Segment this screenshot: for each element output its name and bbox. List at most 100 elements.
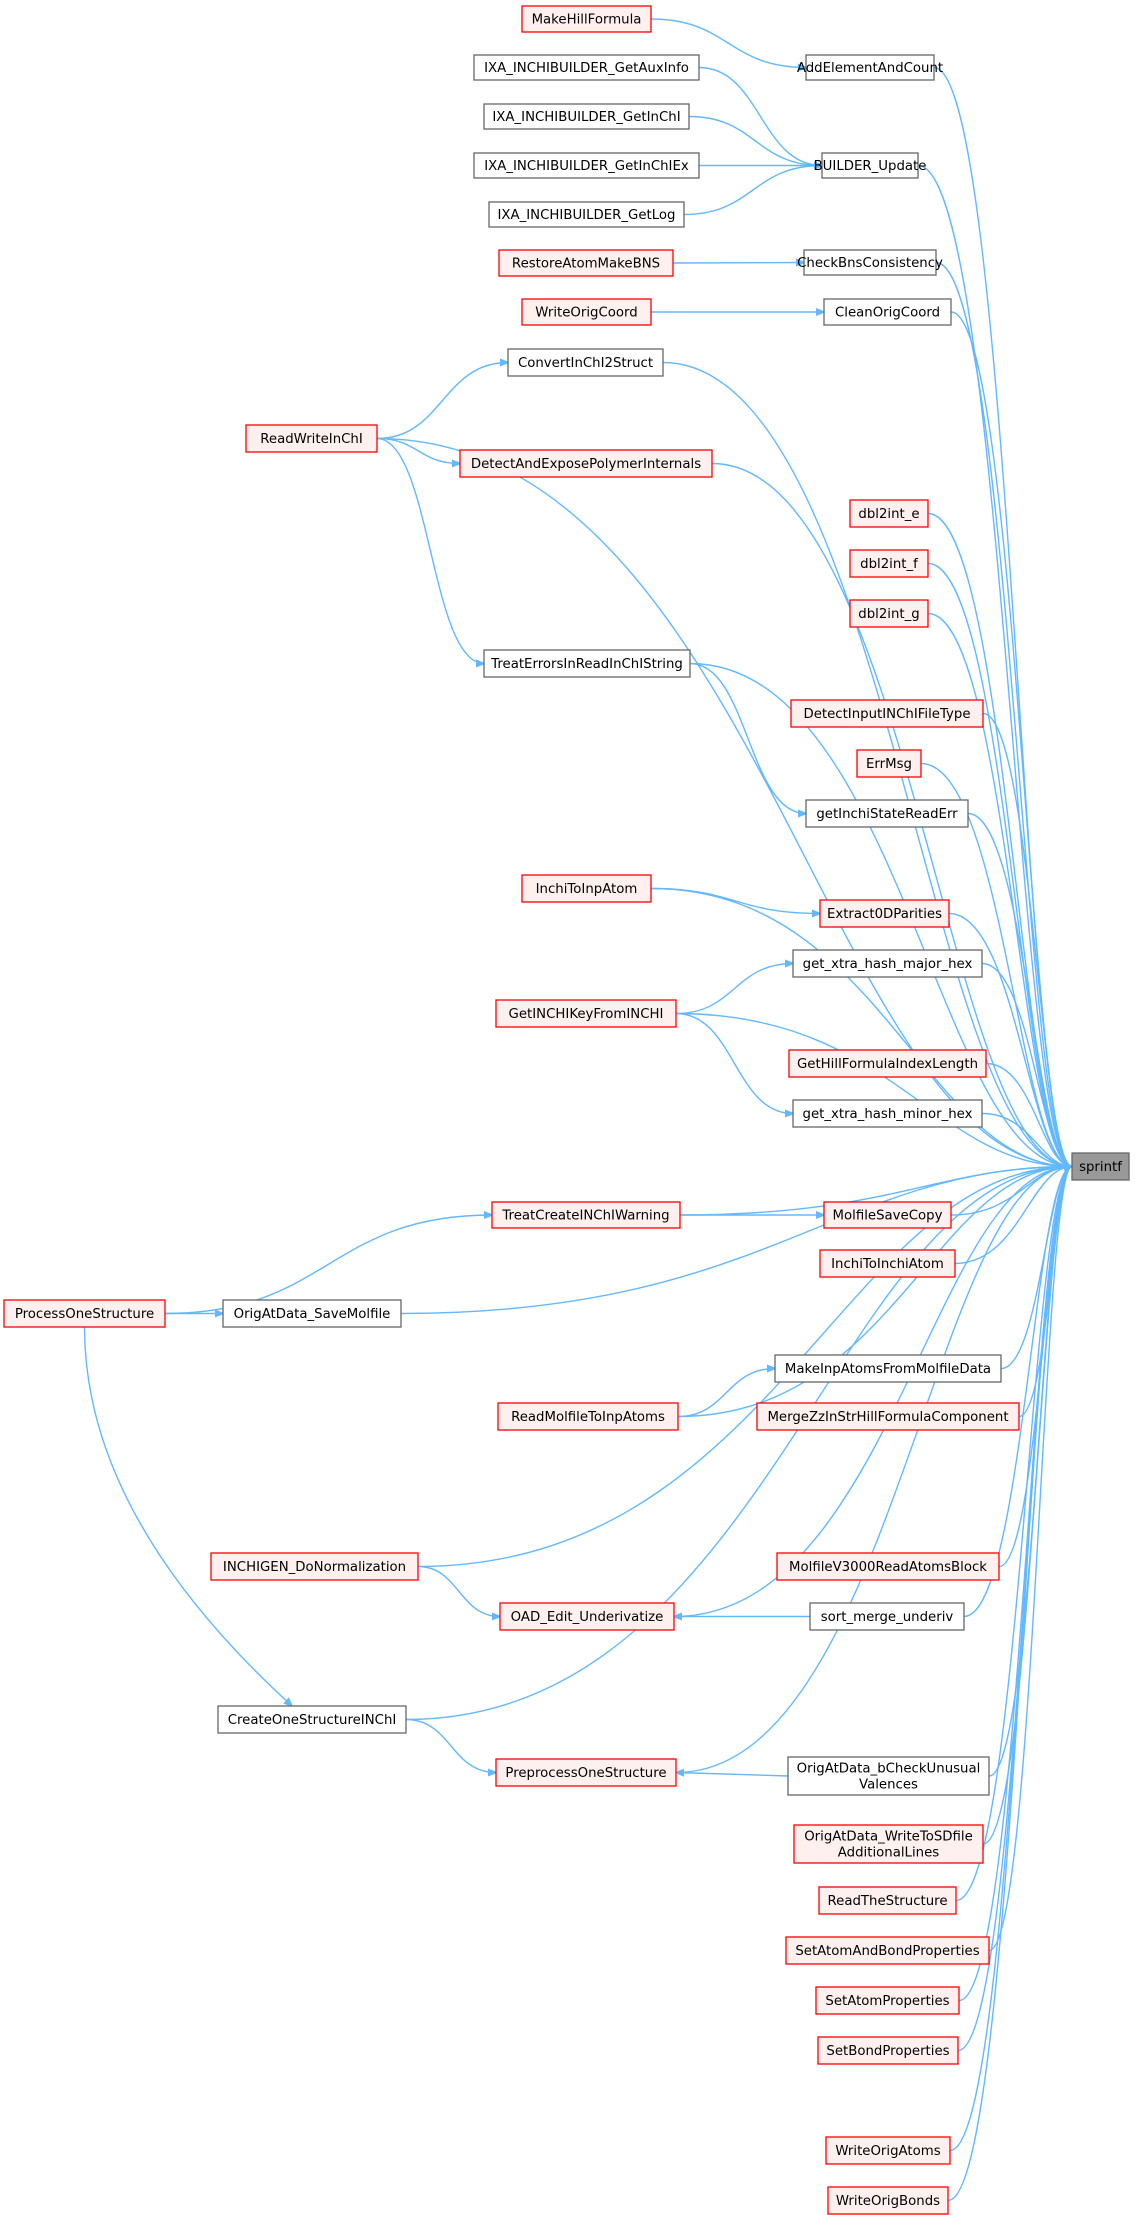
node-label: MolfileSaveCopy xyxy=(833,1209,943,1224)
node-ixa-inchibuilder-getauxinfo[interactable]: IXA_INCHIBUILDER_GetAuxInfo xyxy=(473,54,700,81)
node-box xyxy=(792,1099,983,1128)
node-box xyxy=(222,1299,402,1328)
node-box xyxy=(809,1602,965,1631)
node-box xyxy=(217,1705,407,1734)
node-molfilesavecopy[interactable]: MolfileSaveCopy xyxy=(823,1201,952,1229)
node-builder-update[interactable]: BUILDER_Update xyxy=(814,152,927,179)
node-ixa-inchibuilder-getinchi[interactable]: IXA_INCHIBUILDER_GetInChI xyxy=(483,103,690,130)
node-oad-edit-underivatize[interactable]: OAD_Edit_Underivatize xyxy=(499,1602,675,1631)
node-setbondproperties[interactable]: SetBondProperties xyxy=(817,2036,959,2065)
node-restoreatommakebns[interactable]: RestoreAtomMakeBNS xyxy=(498,249,674,277)
node-ixa-inchibuilder-getinchiex[interactable]: IXA_INCHIBUILDER_GetInChIEx xyxy=(473,152,700,179)
node-origatdata-savemolfile[interactable]: OrigAtData_SaveMolfile xyxy=(222,1299,402,1328)
node-setatomproperties[interactable]: SetAtomProperties xyxy=(815,1986,960,2015)
node-inchigen-donormalization[interactable]: INCHIGEN_DoNormalization xyxy=(210,1552,419,1581)
node-createonestructureinchi[interactable]: CreateOneStructureINChI xyxy=(217,1705,407,1734)
node-inchitoinpatom[interactable]: InchiToInpAtom xyxy=(521,874,652,903)
node-dbl2int-e[interactable]: dbl2int_e xyxy=(849,499,929,528)
edge-processonestructure-to-createonestructureinchi xyxy=(83,1326,293,1706)
node-extract0dparities[interactable]: Extract0DParities xyxy=(819,899,950,928)
edge-ixa-inchibuilder-getauxinfo-to-builder-update xyxy=(698,66,822,166)
node-box xyxy=(849,599,929,628)
node-label: get_xtra_hash_minor_hex xyxy=(803,1107,973,1122)
node-convertinchi2struct[interactable]: ConvertInChI2Struct xyxy=(507,348,664,377)
node-box xyxy=(507,348,664,377)
node-detectandexposepolymerinternals[interactable]: DetectAndExposePolymerInternals xyxy=(459,449,713,478)
node-treaterrorsinreadinchistring[interactable]: TreatErrorsInReadInChIString xyxy=(483,649,691,678)
node-box xyxy=(819,1249,956,1278)
node-box xyxy=(483,103,690,130)
node-ixa-inchibuilder-getlog[interactable]: IXA_INCHIBUILDER_GetLog xyxy=(488,201,685,228)
node-label: WriteOrigAtoms xyxy=(835,2144,940,2159)
node-errmsg[interactable]: ErrMsg xyxy=(856,749,922,778)
node-sort-merge-underiv[interactable]: sort_merge_underiv xyxy=(809,1602,965,1631)
node-label: INCHIGEN_DoNormalization xyxy=(223,1560,406,1575)
node-box xyxy=(793,1824,984,1864)
node-label: dbl2int_g xyxy=(858,607,919,622)
node-label: InchiToInchiAtom xyxy=(831,1257,944,1272)
node-dbl2int-g[interactable]: dbl2int_g xyxy=(849,599,929,628)
node-label: TreatCreateINChIWarning xyxy=(501,1209,669,1224)
node-readthestructure[interactable]: ReadTheStructure xyxy=(818,1886,957,1915)
node-label: IXA_INCHIBUILDER_GetInChI xyxy=(492,110,680,125)
node-readmolfiletoinpatoms[interactable]: ReadMolfileToInpAtoms xyxy=(497,1402,679,1431)
node-label: AddElementAndCount xyxy=(797,61,943,76)
node-box xyxy=(521,5,652,33)
node-detectinputinchifiletype[interactable]: DetectInputINChIFileType xyxy=(790,699,984,728)
edge-writeorigbonds-to-sprintf xyxy=(947,1167,1072,2202)
node-box xyxy=(827,2186,949,2215)
node-writeorigcoord[interactable]: WriteOrigCoord xyxy=(521,298,652,326)
edge-inchitoinpatom-to-sprintf xyxy=(650,887,1072,1167)
node-dbl2int-f[interactable]: dbl2int_f xyxy=(849,549,929,578)
node-box xyxy=(210,1552,419,1581)
edge-getinchikeyfrominchi-to-get-xtra-hash-minor-hex xyxy=(675,1012,793,1114)
node-label: PreprocessOneStructure xyxy=(505,1766,666,1781)
node-sprintf[interactable]: sprintf xyxy=(1071,1152,1130,1181)
node-gethillformulaindexlength[interactable]: GetHillFormulaIndexLength xyxy=(788,1049,987,1078)
edge-getinchistatereaderr-to-sprintf xyxy=(967,812,1072,1167)
node-getinchikeyfrominchi[interactable]: GetINCHIKeyFromINCHI xyxy=(495,999,677,1028)
edge-readwriteinchi-to-treaterrorsinreadinchistring xyxy=(376,437,484,664)
edge-readwriteinchi-to-detectandexposepolymerinternals xyxy=(376,437,460,464)
node-cleanorigcoord[interactable]: CleanOrigCoord xyxy=(823,298,952,326)
node-box xyxy=(245,424,378,453)
node-mergezzinstrhillformulacomponent[interactable]: MergeZzInStrHillFormulaComponent xyxy=(756,1402,1020,1431)
node-label: InchiToInpAtom xyxy=(536,882,638,897)
edge-makehillformula-to-addelementandcount xyxy=(650,18,806,68)
node-makeinpatomsfrommolfiledata[interactable]: MakeInpAtomsFromMolfileData xyxy=(774,1354,1002,1383)
node-box xyxy=(815,1986,960,2015)
node-box xyxy=(818,1886,957,1915)
node-processonestructure[interactable]: ProcessOneStructure xyxy=(3,1299,166,1328)
node-get-xtra-hash-major-hex[interactable]: get_xtra_hash_major_hex xyxy=(792,949,983,978)
node-inchitoinchiatom[interactable]: InchiToInchiAtom xyxy=(819,1249,956,1278)
node-label: dbl2int_e xyxy=(858,507,919,522)
edge-treaterrorsinreadinchistring-to-getinchistatereaderr xyxy=(689,662,806,814)
edge-builder-update-to-sprintf xyxy=(917,164,1072,1167)
node-getinchistatereaderr[interactable]: getInchiStateReadErr xyxy=(805,799,969,828)
node-treatcreateinchiwarning[interactable]: TreatCreateINChIWarning xyxy=(491,1201,681,1229)
edge-processonestructure-to-treatcreateinchiwarning xyxy=(164,1215,492,1315)
node-label: OrigAtData_bCheckUnusual xyxy=(797,1762,981,1777)
node-label: CleanOrigCoord xyxy=(835,306,940,321)
node-label: IXA_INCHIBUILDER_GetLog xyxy=(497,208,675,223)
node-readwriteinchi[interactable]: ReadWriteInChI xyxy=(245,424,378,453)
edge-getinchikeyfrominchi-to-get-xtra-hash-major-hex xyxy=(675,964,793,1015)
node-makehillformula[interactable]: MakeHillFormula xyxy=(521,5,652,33)
node-label: ErrMsg xyxy=(866,757,912,772)
node-checkbnsconsistency[interactable]: CheckBnsConsistency xyxy=(797,249,943,276)
node-label: get_xtra_hash_major_hex xyxy=(803,957,973,972)
node-preprocessonestructure[interactable]: PreprocessOneStructure xyxy=(495,1758,677,1787)
node-get-xtra-hash-minor-hex[interactable]: get_xtra_hash_minor_hex xyxy=(792,1099,983,1128)
node-writeorigbonds[interactable]: WriteOrigBonds xyxy=(827,2186,949,2215)
node-label: ProcessOneStructure xyxy=(15,1307,154,1322)
node-writeorigatoms[interactable]: WriteOrigAtoms xyxy=(825,2136,951,2165)
node-box xyxy=(521,298,652,326)
node-setatomandbondproperties[interactable]: SetAtomAndBondProperties xyxy=(785,1936,990,1965)
node-label: ReadWriteInChI xyxy=(260,432,363,447)
node-addelementandcount[interactable]: AddElementAndCount xyxy=(797,54,943,81)
node-molfilev3000readatomsblock[interactable]: MolfileV3000ReadAtomsBlock xyxy=(776,1552,1000,1581)
node-box xyxy=(787,1756,990,1796)
node-label: IXA_INCHIBUILDER_GetInChIEx xyxy=(484,159,689,174)
